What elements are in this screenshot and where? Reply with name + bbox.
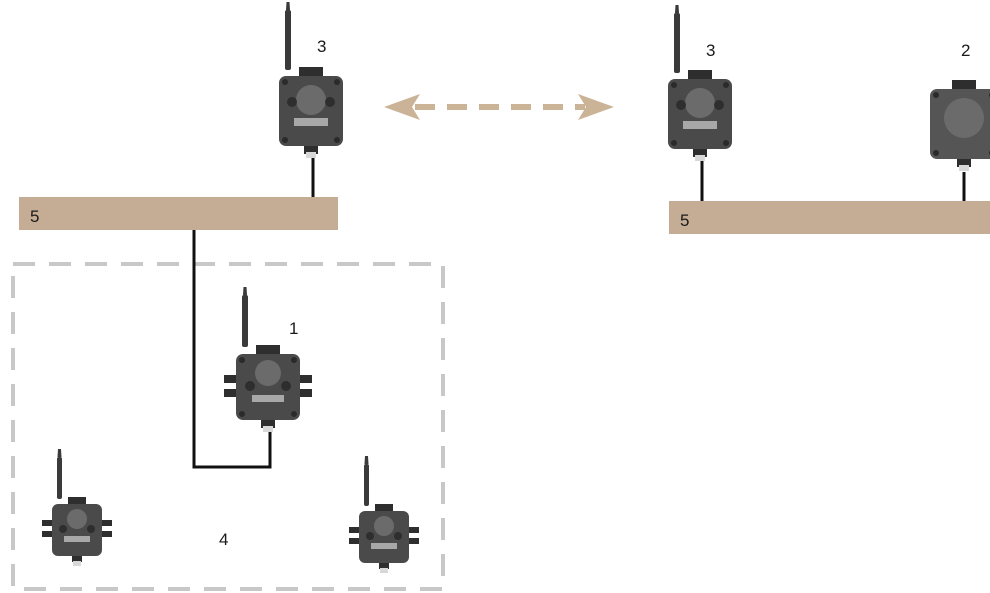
small-node-right — [349, 456, 419, 573]
antenna-icon — [364, 456, 369, 506]
right-gateway-device — [668, 5, 732, 161]
left-bus-label: 5 — [30, 207, 39, 226]
zone-border — [11, 262, 445, 591]
antenna-icon — [242, 287, 248, 347]
wired-node-icon — [930, 80, 990, 171]
small-node-left — [42, 449, 112, 566]
left-gateway-label: 3 — [317, 37, 326, 56]
right-bus-bar — [669, 201, 990, 234]
zone-label: 4 — [219, 530, 228, 549]
antenna-icon — [674, 5, 680, 73]
center-node-label: 1 — [289, 319, 298, 338]
right-bus-label: 5 — [680, 211, 689, 230]
antenna-icon — [57, 449, 62, 499]
left-bus-bar — [19, 197, 338, 230]
bidirectional-arrow-icon — [384, 94, 614, 120]
right-gateway-label: 3 — [706, 41, 715, 60]
antenna-icon — [285, 2, 291, 70]
left-gateway-device — [279, 2, 343, 158]
center-node-device — [224, 287, 312, 432]
bus-to-node-wire — [192, 230, 272, 469]
right-node-label: 2 — [961, 41, 970, 60]
